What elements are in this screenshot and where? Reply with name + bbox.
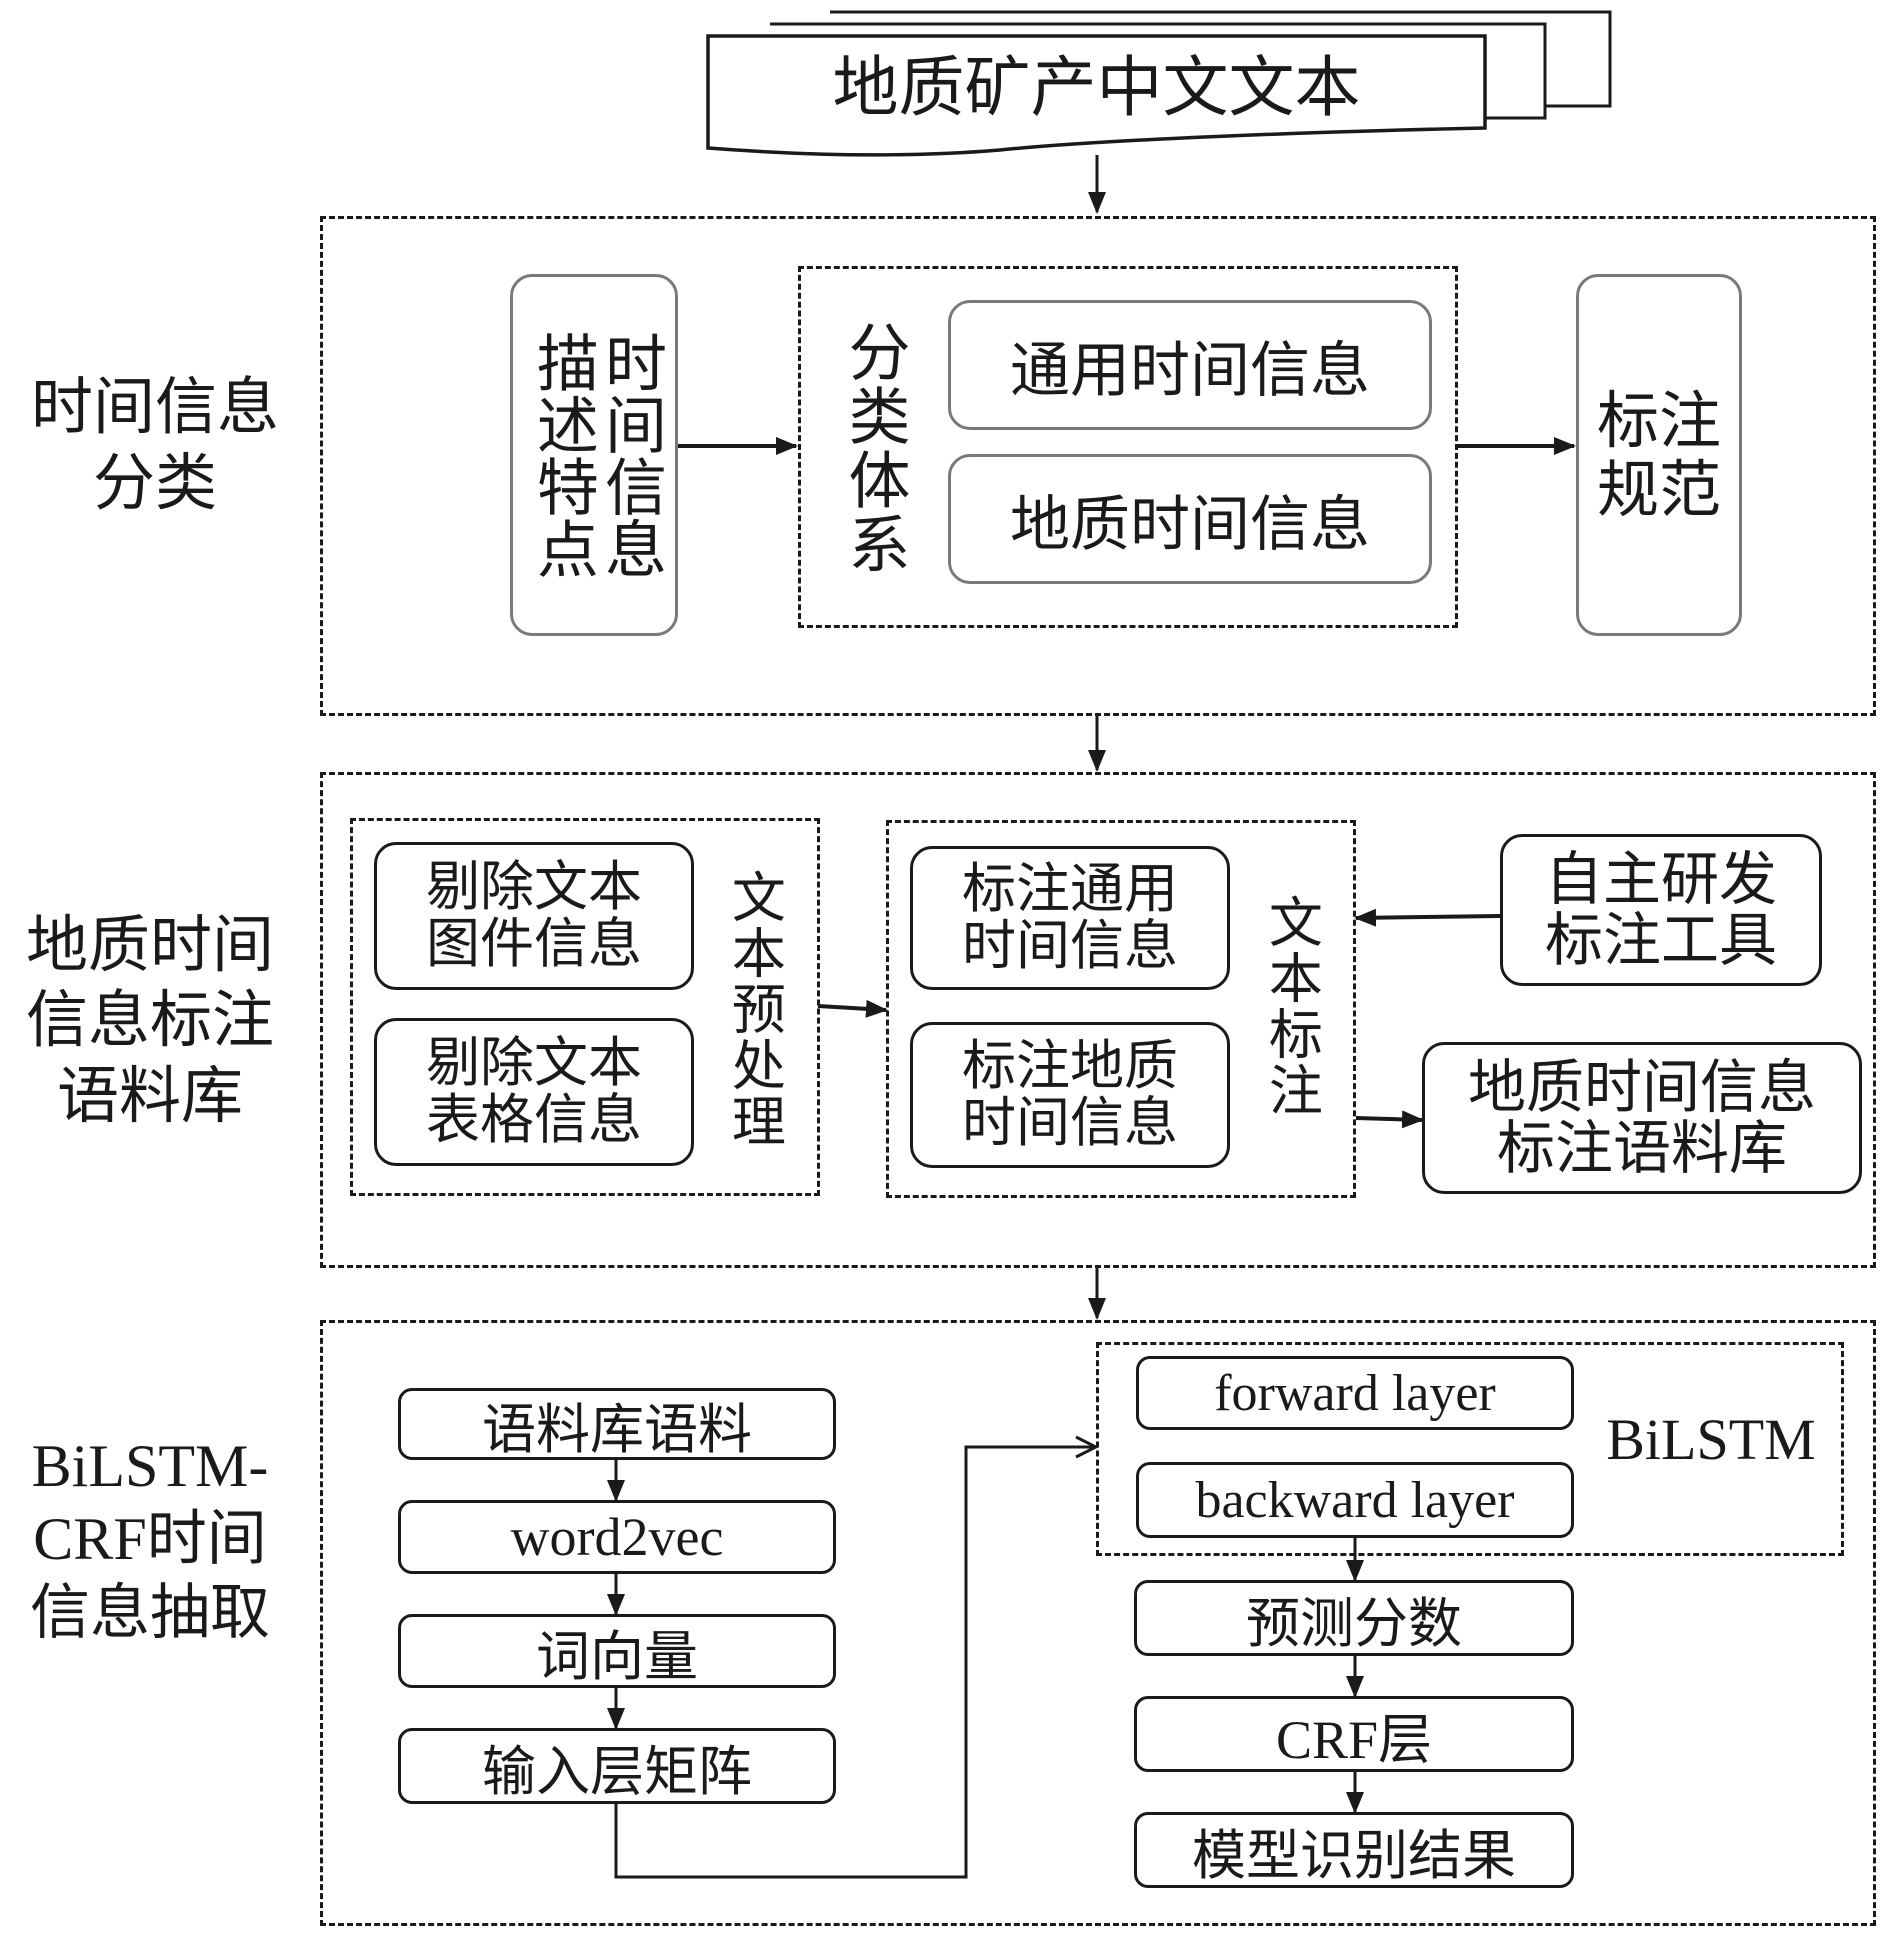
annotated-corpus-box: 地质时间信息 标注语料库 <box>1422 1042 1862 1194</box>
self-developed-tool-box: 自主研发 标注工具 <box>1500 834 1822 986</box>
taxonomy-item-general-time: 通用时间信息 <box>948 300 1432 430</box>
time-features-box: 时间信息描述特点 <box>510 274 678 636</box>
stage3-container <box>320 1320 1876 1926</box>
annotate-general-time: 标注通用 时间信息 <box>910 846 1230 990</box>
stage3-label: BiLSTM- CRF时间 信息抽取 <box>30 1433 270 1646</box>
preprocess-title: 文本预处理 <box>722 869 786 1149</box>
output-crf-layer: CRF层 <box>1134 1696 1574 1772</box>
taxonomy-container <box>798 266 1458 628</box>
bilstm-backward-layer: backward layer <box>1136 1462 1574 1538</box>
bilstm-container <box>1096 1342 1844 1556</box>
source-document-label: 地质矿产中文文本 <box>832 48 1361 126</box>
annotation-spec-box: 标注规范 <box>1576 274 1742 636</box>
taxonomy-title: 分类体系 <box>837 320 911 576</box>
pipeline-input-matrix: 输入层矩阵 <box>398 1728 836 1804</box>
output-prediction-scores: 预测分数 <box>1134 1580 1574 1656</box>
bilstm-title: BiLSTM <box>1606 1406 1816 1472</box>
annotate-geologic-time: 标注地质 时间信息 <box>910 1022 1230 1168</box>
stage2-container <box>320 772 1876 1268</box>
bilstm-forward-layer: forward layer <box>1136 1356 1574 1430</box>
pipeline-word-vectors: 词向量 <box>398 1614 836 1688</box>
pipeline-word2vec: word2vec <box>398 1500 836 1574</box>
annotation-title: 文本标注 <box>1259 894 1323 1118</box>
preprocess-remove-tables: 剔除文本 表格信息 <box>374 1018 694 1166</box>
stage1-label: 时间信息 分类 <box>30 370 279 519</box>
preprocess-container <box>350 818 820 1196</box>
annotation-spec-text: 标注规范 <box>1596 383 1721 526</box>
stage1-container <box>320 216 1876 716</box>
pipeline-corpus-text: 语料库语料 <box>398 1388 836 1461</box>
annotation-container <box>886 820 1356 1198</box>
preprocess-remove-figures: 剔除文本 图件信息 <box>374 842 694 990</box>
output-model-result: 模型识别结果 <box>1134 1812 1574 1888</box>
stage2-label: 地质时间 信息标注 语料库 <box>25 907 274 1132</box>
taxonomy-item-geologic-time: 地质时间信息 <box>948 454 1432 584</box>
time-features-text: 时间信息描述特点 <box>525 331 667 579</box>
